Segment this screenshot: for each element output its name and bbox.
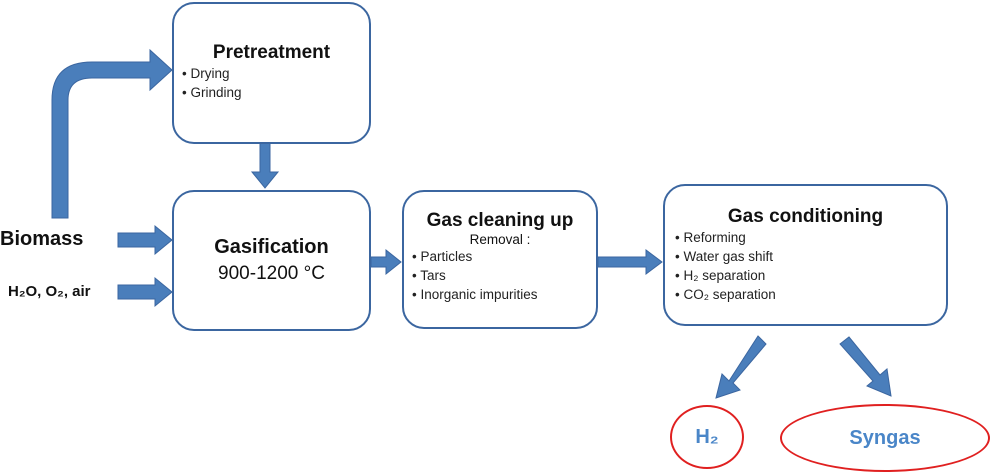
oxidants-label: H₂O, O₂, air	[8, 283, 91, 300]
list-item: Inorganic impurities	[412, 285, 596, 304]
list-item: H₂ separation	[675, 266, 946, 285]
gasification-temperature: 900-1200 °C	[218, 263, 325, 284]
arrow-biomass-to-gasification	[117, 224, 173, 256]
gas-cleaning-title: Gas cleaning up	[426, 210, 574, 231]
list-item: Particles	[412, 247, 596, 266]
gas-conditioning-box: Gas conditioning Reforming Water gas shi…	[663, 184, 948, 326]
pretreatment-list: Drying Grinding	[182, 64, 369, 102]
gas-cleaning-subtitle: Removal :	[469, 232, 531, 247]
h2-label: H₂	[695, 425, 719, 448]
list-item: Tars	[412, 266, 596, 285]
list-item: Reforming	[675, 228, 946, 247]
gasification-title: Gasification	[214, 236, 329, 258]
arrow-biomass-to-pretreatment	[51, 48, 173, 219]
biomass-label: Biomass	[0, 228, 84, 250]
syngas-output: Syngas	[780, 404, 990, 472]
h2-output: H₂	[670, 405, 744, 469]
arrow-cleaning-to-conditioning	[597, 249, 663, 275]
pretreatment-box: Pretreatment Drying Grinding	[172, 2, 371, 144]
arrow-oxidants-to-gasification	[117, 276, 173, 308]
arrow-gasification-to-cleaning	[370, 248, 402, 276]
pretreatment-title: Pretreatment	[212, 42, 331, 63]
syngas-label: Syngas	[849, 426, 921, 449]
arrow-pretreatment-to-gasification	[250, 142, 280, 189]
list-item: Grinding	[182, 83, 369, 102]
list-item: CO₂ separation	[675, 285, 946, 304]
list-item: Drying	[182, 64, 369, 83]
gasification-box: Gasification 900-1200 °C	[172, 190, 371, 331]
gas-conditioning-list: Reforming Water gas shift H₂ separation …	[675, 228, 946, 304]
gas-conditioning-title: Gas conditioning	[727, 206, 884, 227]
gas-cleaning-box: Gas cleaning up Removal : Particles Tars…	[402, 190, 598, 329]
gas-cleaning-list: Particles Tars Inorganic impurities	[412, 247, 596, 304]
list-item: Water gas shift	[675, 247, 946, 266]
arrow-conditioning-to-h2	[715, 335, 767, 399]
arrow-conditioning-to-syngas	[839, 336, 892, 397]
